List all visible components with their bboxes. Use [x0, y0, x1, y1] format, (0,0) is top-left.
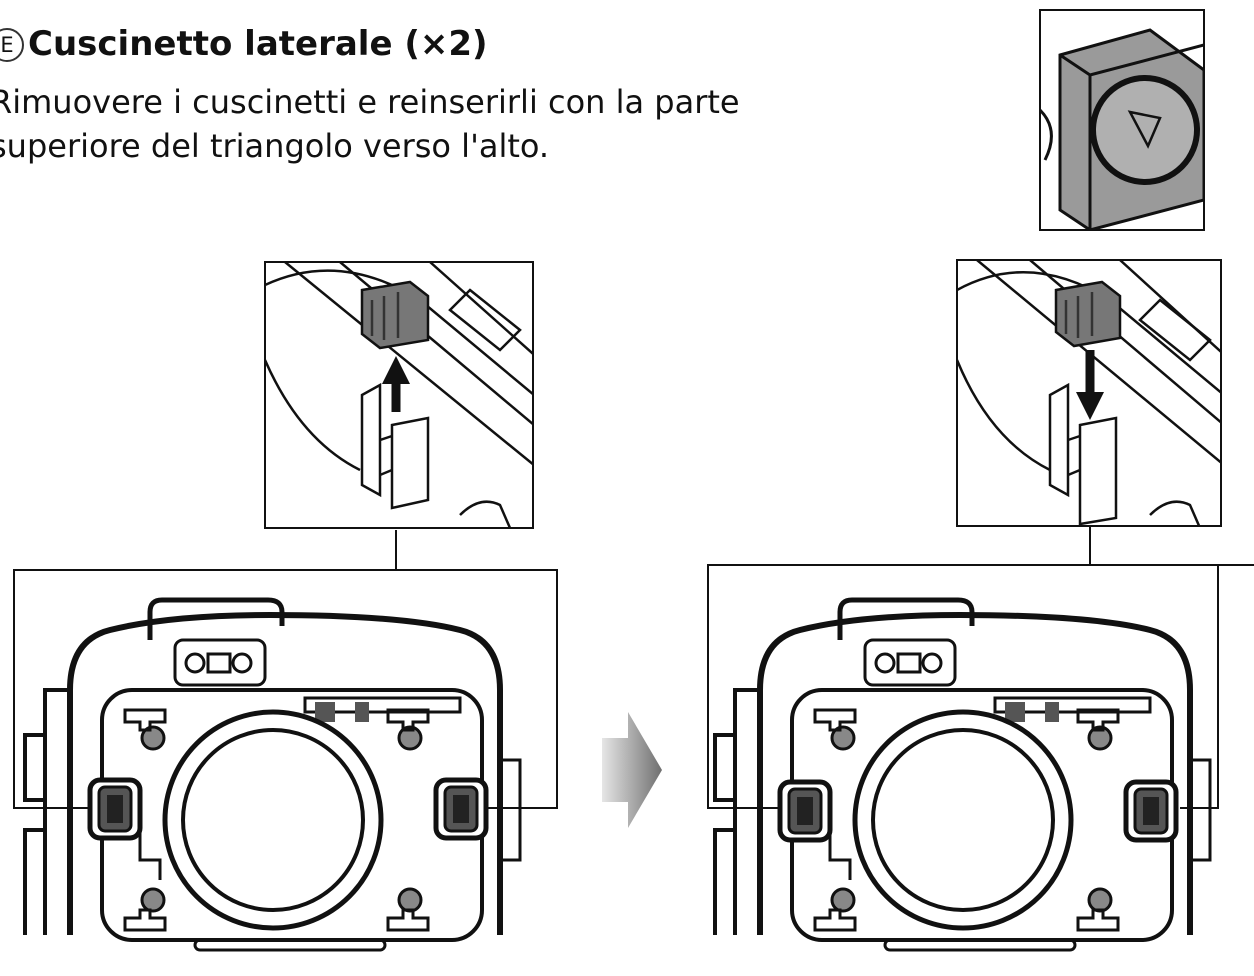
instruction-line-2: superiore del triangolo verso l'alto.: [0, 127, 550, 165]
zoom-detail-insert: [956, 259, 1222, 527]
housing-before: [25, 600, 520, 950]
arrow-down-icon: [1076, 392, 1104, 420]
housing-after: [715, 600, 1210, 950]
triangle-down-icon: [1127, 110, 1162, 149]
arrow-right-icon: [602, 712, 662, 828]
section-title: Cuscinetto laterale (×2): [28, 24, 488, 64]
instruction-text: Rimuovere i cuscinetti e reinserirli con…: [0, 80, 790, 168]
instruction-line-1: Rimuovere i cuscinetti e reinserirli con…: [0, 83, 740, 121]
triangle-mark-detail: [1039, 9, 1205, 231]
zoom-detail-remove: [264, 261, 534, 529]
leader-frame-left: [13, 530, 558, 809]
leader-frame-right: [707, 526, 1254, 809]
arrow-up-icon: [382, 356, 410, 384]
step-marker-badge: E: [0, 28, 24, 62]
